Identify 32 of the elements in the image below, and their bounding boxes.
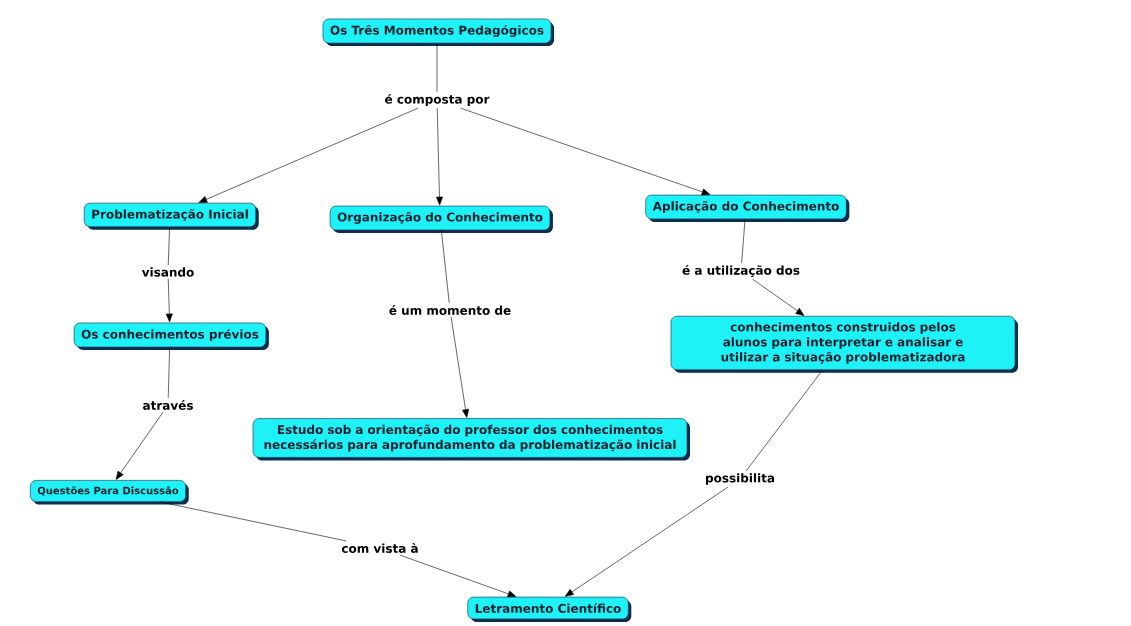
- concept-box: Estudo sob a orientação do professor dos conhecimentos necessários para aprofundamento da problematização inicial: [252, 418, 690, 461]
- arrow: [450, 316, 469, 418]
- concept-box: Os Três Momentos Pedagógicos: [322, 18, 555, 47]
- arrow: [436, 107, 443, 206]
- arrow: [752, 278, 805, 316]
- concept-box: Letramento Científico: [467, 596, 632, 622]
- linking-phrase: é um momento de: [389, 305, 511, 315]
- concept-box: conhecimentos construidos pelos alunos para interpretar e analisar e utilizar a situação problematizadora: [670, 315, 1018, 373]
- arrow: [399, 554, 517, 598]
- concept-box: Os conhecimentos prévios: [73, 322, 269, 351]
- connector-line: [167, 347, 170, 399]
- arrow: [198, 107, 419, 203]
- connector-line: [741, 218, 746, 264]
- arrow: [115, 411, 164, 480]
- concept-box: Problematização Inicial: [83, 202, 259, 230]
- concept-box: Organização do Conhecimento: [329, 205, 553, 233]
- arrow: [565, 486, 729, 597]
- arrow: [460, 107, 711, 196]
- connector-line: [167, 226, 170, 266]
- connector-line: [159, 501, 347, 542]
- linking-phrase: é a utilização dos: [682, 265, 800, 277]
- connector-line: [436, 43, 438, 93]
- concept-box: Questões Para Discussão: [30, 480, 189, 505]
- linking-phrase: visando: [141, 267, 194, 277]
- linking-phrase: é composta por: [385, 93, 490, 107]
- connector-line: [745, 369, 823, 472]
- linking-phrase: possibilita: [706, 473, 775, 485]
- linking-phrase: com vista à: [341, 543, 418, 553]
- concept-box: Aplicação do Conhecimento: [645, 194, 850, 222]
- linking-phrase: através: [143, 400, 193, 410]
- connector-line: [441, 229, 450, 304]
- arrow: [165, 278, 173, 323]
